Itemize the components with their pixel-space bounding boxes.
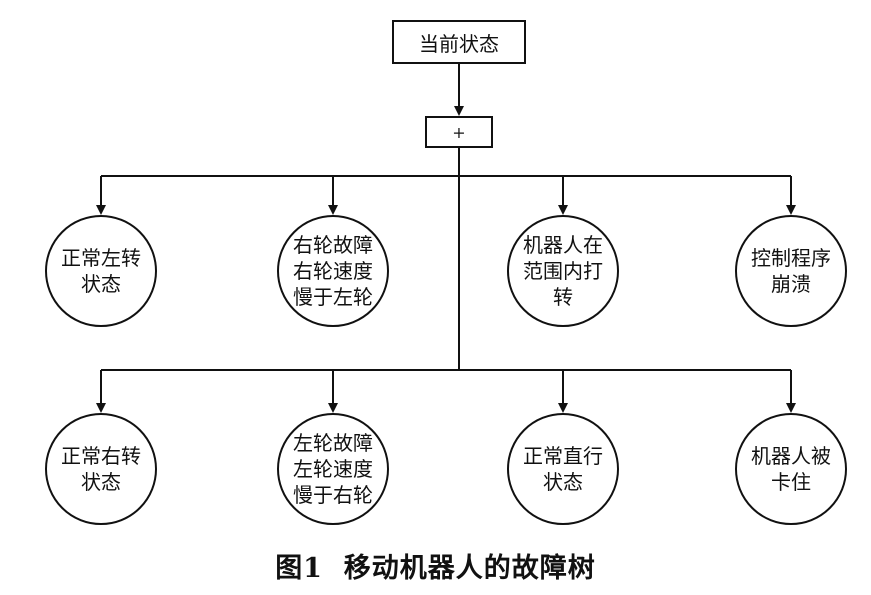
event-node-normal-left-turn: 正常左转状态 [45, 215, 157, 327]
or-gate-box: + [425, 116, 493, 148]
event-node-left-wheel-fault: 左轮故障左轮速度慢于右轮 [277, 413, 389, 525]
event-node-normal-right-turn: 正常右转状态 [45, 413, 157, 525]
event-node-label: 正常右转状态 [61, 444, 141, 494]
figure-title: 移动机器人的故障树 [343, 553, 596, 584]
event-node-label: 左轮故障左轮速度慢于右轮 [293, 431, 373, 507]
event-node-control-crash: 控制程序崩溃 [735, 215, 847, 327]
root-event-box: 当前状态 [392, 20, 526, 64]
event-node-label: 正常左转状态 [61, 246, 141, 296]
event-node-robot-stuck: 机器人被卡住 [735, 413, 847, 525]
root-event-label: 当前状态 [419, 31, 499, 56]
event-node-label: 正常直行状态 [523, 444, 603, 494]
event-node-label: 机器人被卡住 [751, 444, 831, 494]
event-node-label: 右轮故障右轮速度慢于左轮 [293, 233, 373, 309]
figure-number: 图1 [275, 553, 323, 584]
event-node-label: 控制程序崩溃 [751, 246, 831, 296]
event-node-normal-straight: 正常直行状态 [507, 413, 619, 525]
event-node-robot-spinning: 机器人在范围内打转 [507, 215, 619, 327]
or-gate-label: + [452, 122, 466, 142]
event-node-right-wheel-fault: 右轮故障右轮速度慢于左轮 [277, 215, 389, 327]
event-node-label: 机器人在范围内打转 [523, 233, 603, 309]
figure-caption: 图1 移动机器人的故障树 [0, 546, 871, 585]
